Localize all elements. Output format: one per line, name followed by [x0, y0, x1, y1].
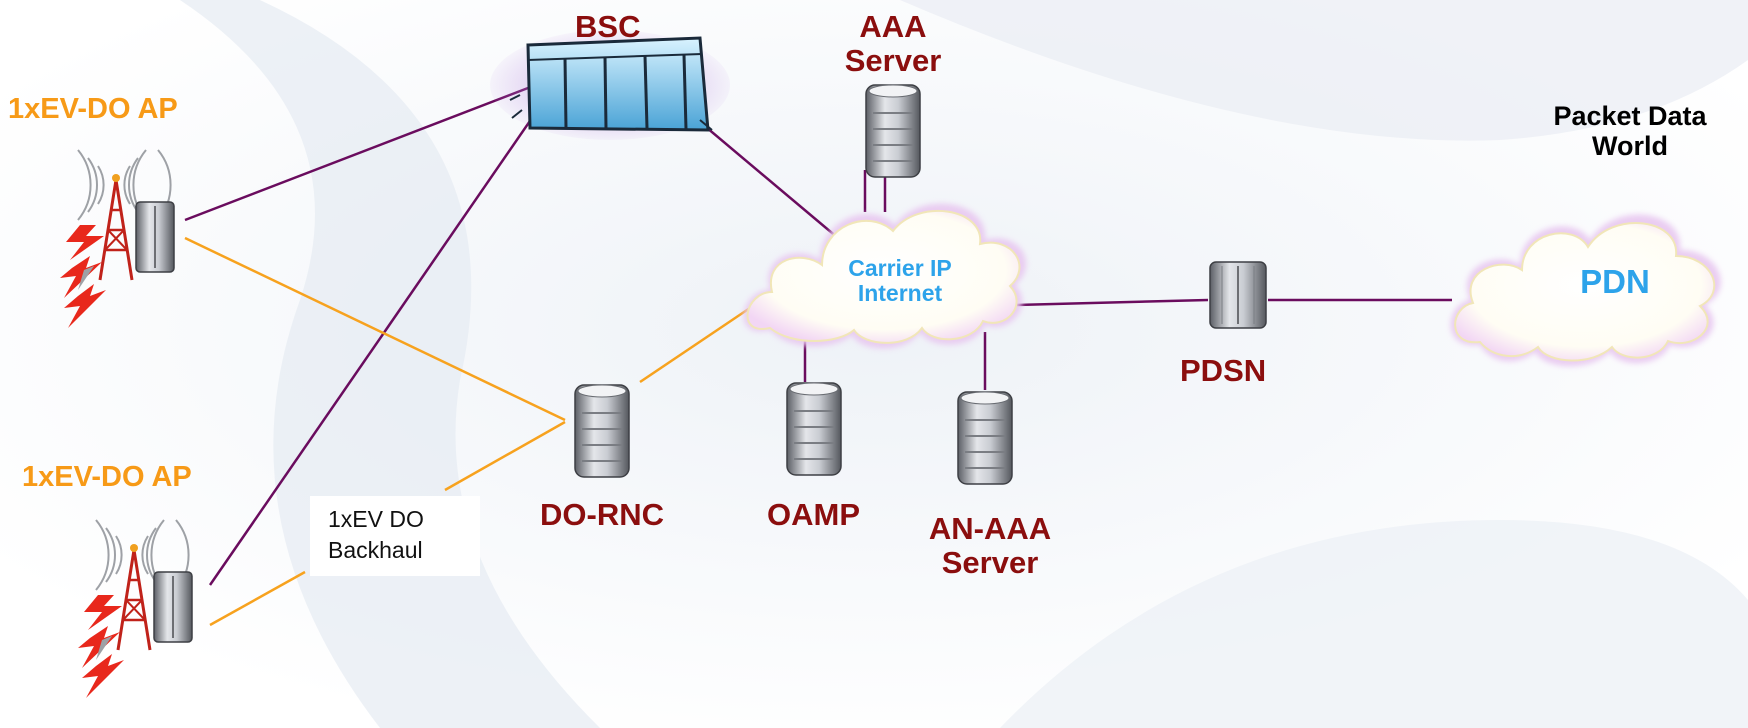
do-rnc-server-icon — [574, 384, 630, 478]
backhaul-label-line1: 1xEV DO — [328, 506, 424, 532]
aaa-server-label-line2: Server — [844, 43, 942, 79]
link-ap-bottom-bsc — [208, 117, 534, 586]
packet-data-world-label: Packet Data World — [1530, 101, 1730, 161]
aaa-server-icon — [865, 84, 921, 178]
oamp-label: OAMP — [767, 497, 860, 532]
background-swirl-top — [900, 0, 1748, 141]
packet-data-world-label-line2: World — [1592, 130, 1668, 161]
pdsn-label: PDSN — [1180, 353, 1267, 388]
an-aaa-server-label-line1: AN-AAA — [928, 511, 1052, 546]
pdn-cloud — [1450, 214, 1721, 367]
do-rnc-label: DO-RNC — [540, 497, 664, 532]
carrier-ip-label: Carrier IP Internet — [835, 255, 965, 307]
aaa-server-label: AAA Server — [838, 9, 948, 79]
an-aaa-server-icon — [957, 391, 1013, 485]
backhaul-label-line2: Backhaul — [328, 537, 423, 564]
carrier-ip-label-line2: Internet — [857, 280, 943, 307]
oamp-server-icon — [786, 382, 842, 476]
ap-top-label: 1xEV-DO AP — [8, 93, 178, 125]
link-rnc-cloud — [639, 306, 751, 384]
an-aaa-server-label: AN-AAA Server — [915, 511, 1065, 581]
link-cloud-pdsn — [1014, 298, 1209, 307]
an-aaa-server-label-line2: Server — [941, 545, 1039, 581]
link-bsc-cloud — [699, 121, 839, 239]
bsc-label: BSC — [575, 9, 641, 44]
background-swirl — [180, 0, 600, 728]
link-ap-top-bsc — [184, 86, 529, 222]
packet-data-world-label-line1: Packet Data — [1553, 101, 1707, 131]
link-backhaul-rnc — [444, 420, 566, 492]
ap-bottom-label: 1xEV-DO AP — [22, 461, 192, 493]
background-swirl-bottom — [1000, 520, 1748, 728]
carrier-ip-label-line1: Carrier IP — [848, 255, 952, 281]
pdn-label: PDN — [1580, 263, 1650, 300]
aaa-server-label-line1: AAA — [859, 9, 927, 44]
link-ap-bottom-backhaul — [209, 570, 306, 627]
link-ap-top-rnc — [184, 236, 566, 422]
backhaul-label: 1xEV DO Backhaul — [310, 496, 480, 577]
pdsn-icon — [1209, 261, 1267, 329]
bsc-icon — [490, 30, 730, 140]
carrier-ip-cloud — [743, 203, 1027, 349]
